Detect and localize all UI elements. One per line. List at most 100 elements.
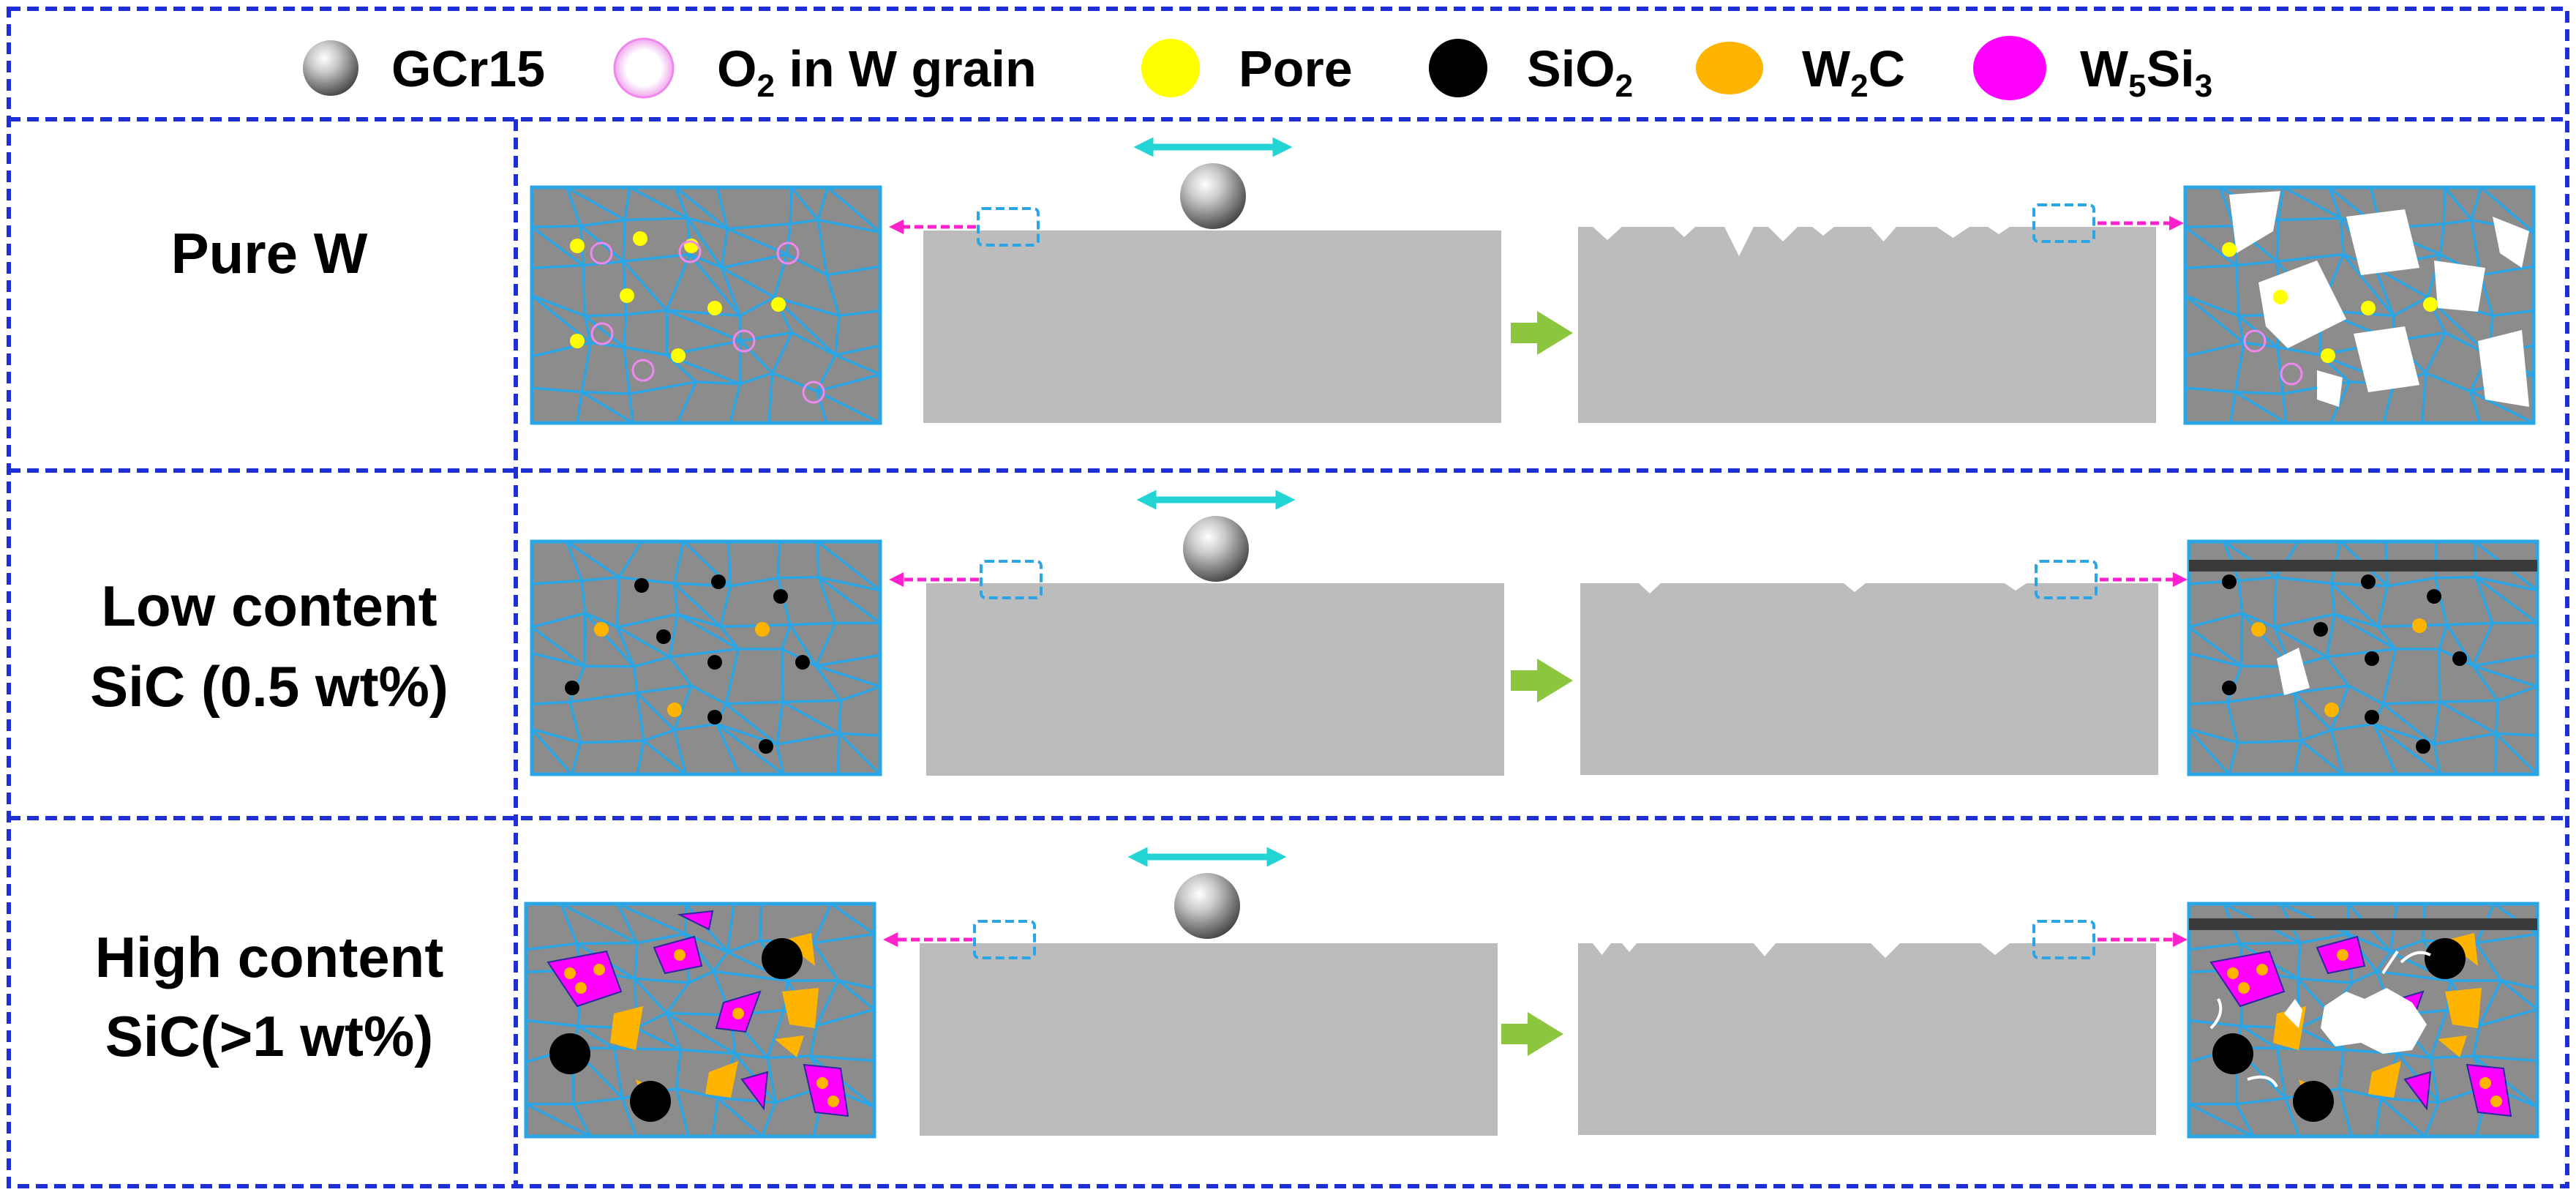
gcr15-ball-icon <box>1183 516 1249 582</box>
zoom-region-box <box>2035 560 2098 599</box>
sio2-particle <box>549 1033 590 1074</box>
pore-legend-icon <box>1141 39 1200 97</box>
legend-o2-label: O2 in W grain <box>717 40 1037 104</box>
row-label-high-line2: SiC(>1 wt%) <box>105 1004 434 1068</box>
legend-pore-label: Pore <box>1239 40 1353 97</box>
pore <box>771 297 786 312</box>
sio2-particle <box>565 681 579 695</box>
w5si3-phase <box>2209 950 2286 1008</box>
w2c-in-w5si3 <box>2490 1095 2502 1107</box>
row-label-low-line1: Low content <box>101 574 437 638</box>
crack-lines <box>2209 950 2431 1088</box>
sio2-particle <box>2361 574 2376 589</box>
o2-in-w-grain <box>590 241 613 265</box>
sio2-particle <box>634 578 649 593</box>
w2c-in-w5si3 <box>2227 967 2239 979</box>
pulled-out-grain <box>2277 648 2310 695</box>
sio2-legend-icon <box>1429 39 1487 97</box>
process-arrow <box>1511 311 1573 355</box>
sio2-particle <box>711 574 726 589</box>
w2c-particle <box>2324 703 2339 717</box>
pulled-out-grain <box>2258 261 2346 348</box>
w2c-in-w5si3 <box>674 949 686 961</box>
w2c-in-w5si3 <box>827 1095 839 1107</box>
w2c-phase <box>610 1006 643 1050</box>
row-3 <box>524 847 2539 1139</box>
grain-boundaries <box>532 542 880 774</box>
pulled-out-grain <box>2346 209 2419 275</box>
zoom-region-box <box>977 207 1040 247</box>
sio2-particle <box>707 655 722 670</box>
w2c-particle <box>594 622 609 637</box>
w5si3-phase <box>547 950 623 1008</box>
legend-w2c-label: W2C <box>1802 40 1905 104</box>
crack <box>2284 999 2302 1028</box>
pore <box>2273 290 2288 304</box>
w2c-in-w5si3 <box>575 982 587 994</box>
row-labels: Pure W Low content SiC (0.5 wt%) High co… <box>90 221 448 1068</box>
w2c-in-w5si3 <box>732 1008 744 1019</box>
pulled-out-grain <box>2229 191 2280 253</box>
oxide-film <box>2189 918 2537 930</box>
w2c-in-w5si3 <box>2479 1077 2491 1089</box>
sio2-particle <box>762 938 803 979</box>
w2c-particle <box>755 622 770 637</box>
pore <box>2222 242 2237 257</box>
w5si3-phase <box>677 910 714 931</box>
oxide-film <box>2189 560 2537 572</box>
w2c-phase <box>2445 988 2482 1028</box>
gcr15-ball-icon <box>1180 163 1246 229</box>
gcr15-ball-icon <box>1174 873 1240 939</box>
sio2-particle <box>795 655 810 670</box>
pore <box>570 239 585 253</box>
w2c-in-w5si3 <box>816 1077 828 1089</box>
specimen-before <box>926 583 1504 776</box>
o2-in-w-grain <box>2243 329 2267 353</box>
o2-in-w-grain <box>776 241 800 265</box>
zoom-region-box <box>973 920 1036 959</box>
w2c-in-w5si3 <box>593 964 605 975</box>
sio2-particle <box>2313 622 2328 637</box>
pore <box>2321 348 2335 363</box>
pulled-out-grain <box>2317 370 2343 407</box>
pulled-out-grain <box>2354 326 2419 392</box>
w2c-in-w5si3 <box>2256 964 2268 975</box>
legend: GCr15 O2 in W grain Pore SiO2 W2C W5Si3 <box>303 36 2212 104</box>
w2c-phase <box>782 988 819 1028</box>
sio2-particle <box>2452 651 2467 666</box>
pore <box>620 288 634 303</box>
pulled-out-grain <box>2478 330 2529 407</box>
process-arrow <box>1511 659 1573 703</box>
o2-in-w-grain <box>590 322 614 345</box>
w2c-phase <box>705 1061 738 1098</box>
o2-in-w-grain <box>802 381 825 404</box>
sio2-particle <box>2365 651 2379 666</box>
row-1 <box>530 137 2536 425</box>
legend-sio2-label: SiO2 <box>1527 40 1633 104</box>
w5si3-phase <box>740 1071 769 1111</box>
legend-gcr15-label: GCr15 <box>391 40 545 97</box>
diagram-rows <box>524 137 2539 1139</box>
w2c-in-w5si3 <box>2238 982 2250 994</box>
process-arrow <box>1501 1012 1563 1056</box>
sio2-particle <box>773 589 788 604</box>
sio2-particle <box>759 739 773 754</box>
pore <box>2423 297 2438 312</box>
o2-in-w-grain <box>631 359 655 382</box>
sio2-particle <box>707 710 722 724</box>
sio2-particle <box>2293 1081 2334 1122</box>
zoom-region-box <box>980 560 1043 599</box>
pore <box>633 231 647 246</box>
sio2-particle <box>656 629 671 644</box>
specimen-worn <box>1578 227 2156 423</box>
row-label-low-line2: SiC (0.5 wt%) <box>90 654 448 719</box>
pulled-out-grain <box>2493 217 2529 268</box>
legend-w5si3-label: W5Si3 <box>2080 40 2212 104</box>
w5si3-phase <box>2403 1071 2432 1111</box>
w2c-phase <box>2368 1061 2401 1098</box>
specimen-before <box>923 231 1501 423</box>
grain-boundaries <box>532 187 880 423</box>
pore <box>671 348 686 363</box>
specimen-worn <box>1580 583 2158 775</box>
